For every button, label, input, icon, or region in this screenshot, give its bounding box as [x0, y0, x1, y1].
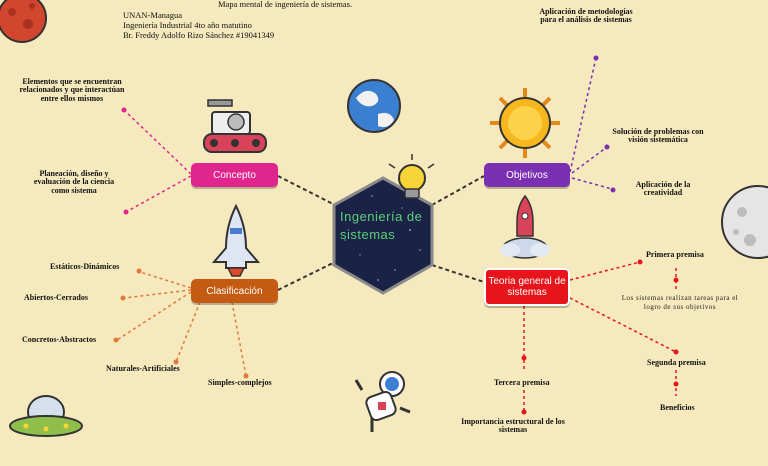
clasificacion-concretos: Concretos-Abstractos — [22, 335, 97, 344]
teoria-primera-descripcion: Los sistemas realizan tareas para el log… — [621, 294, 739, 312]
objetivos-connectors — [569, 57, 613, 190]
space-shuttle-icon — [211, 203, 261, 277]
header-line-2: Ingeniería Industrial 4to año matutino — [123, 20, 252, 30]
clasificacion-connectors — [116, 271, 247, 377]
clasificacion-simples: Simples-complejos — [208, 378, 272, 387]
clasificacion-abiertos: Abiertos-Cerrados — [24, 293, 88, 302]
concepto-connectors — [124, 110, 192, 213]
mars-planet-icon — [0, 0, 47, 43]
moon-icon — [721, 185, 768, 259]
concepto-dot-1 — [121, 107, 127, 113]
earth-icon — [347, 79, 401, 133]
sun-icon — [490, 88, 560, 158]
clasificacion-estaticos: Estáticos-Dinámicos — [50, 262, 120, 271]
concepto-planeacion: Planeación, diseño y evaluación de la ci… — [33, 169, 115, 195]
concepto-elementos: Elementos que se encuentran relacionados… — [19, 77, 125, 103]
node-clasificacion[interactable]: Clasificación — [191, 279, 278, 303]
rocket-icon — [500, 194, 550, 259]
astronaut-icon — [354, 371, 411, 432]
teoria-beneficios: Beneficios — [660, 403, 695, 412]
ufo-icon — [9, 395, 83, 437]
teoria-segunda-premisa: Segunda premisa — [647, 358, 706, 367]
clasificacion-naturales: Naturales-Artificiales — [106, 364, 180, 373]
header-line-1: UNAN-Managua — [123, 10, 183, 20]
teoria-importancia: Importancia estructural de los sistemas — [461, 417, 565, 435]
center-connectors — [277, 175, 485, 291]
objetivos-aplicacion-metodologias: Aplicación de metodologías para el análi… — [539, 7, 633, 25]
rover-icon — [203, 99, 267, 153]
map-title: Mapa mental de ingeniería de sistemas. — [218, 0, 353, 9]
concepto-dot-2 — [123, 209, 129, 215]
teoria-primera-premisa: Primera premisa — [646, 250, 704, 259]
node-objetivos[interactable]: Objetivos — [484, 163, 570, 187]
teoria-tercera-premisa: Tercera premisa — [494, 378, 550, 387]
node-teoria-general[interactable]: Teoria general de sistemas — [484, 268, 570, 306]
objetivos-creatividad: Aplicación de la creatividad — [635, 180, 691, 198]
center-hexagon — [332, 176, 434, 295]
header-line-3: Br. Freddy Adolfo Rizo Sánchez #19041349 — [123, 30, 275, 40]
center-title: Ingeniería de sistemas — [340, 209, 423, 242]
objetivos-solucion-problemas: Solución de problemas con visión sistemá… — [612, 127, 704, 145]
lightbulb-icon — [388, 154, 435, 199]
node-concepto[interactable]: Concepto — [191, 163, 278, 187]
